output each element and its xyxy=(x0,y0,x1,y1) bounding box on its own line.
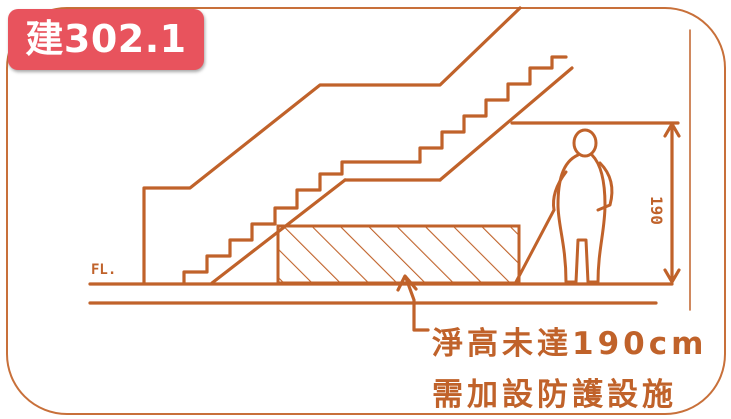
caption-line-1: 淨高未達190cm xyxy=(432,326,708,362)
floor-label: FL. xyxy=(91,262,116,278)
dimension-arrow-bottom xyxy=(663,268,681,284)
person-figure xyxy=(514,128,614,284)
stair-soffit-outline xyxy=(142,6,522,285)
hazard-zone-hatch xyxy=(276,224,521,285)
outer-frame xyxy=(6,7,726,415)
upper-flight-underside xyxy=(438,66,574,182)
code-section-badge: 建302.1 xyxy=(8,9,204,70)
lower-flight-steps xyxy=(182,160,422,285)
height-dimension-label: 190 xyxy=(647,196,666,225)
upper-flight-steps xyxy=(418,55,568,164)
dimension-arrow-top xyxy=(663,122,681,138)
caption-line-2: 需加設防護設施 xyxy=(432,377,677,413)
pointer-arrow-line xyxy=(404,276,430,332)
